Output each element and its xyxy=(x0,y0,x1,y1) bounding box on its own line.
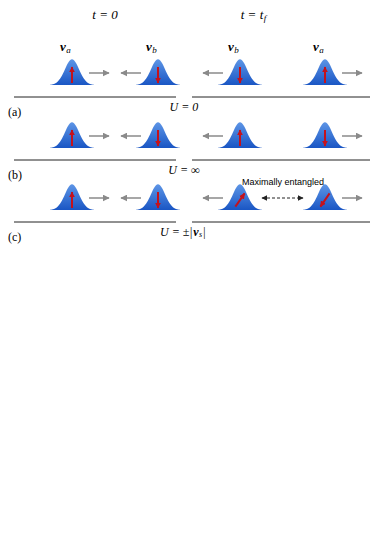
subscript: b xyxy=(152,46,157,55)
velocity-arrow xyxy=(89,197,109,199)
wave-packet xyxy=(218,184,262,210)
wave-packet xyxy=(303,59,347,85)
wave-packet xyxy=(218,122,262,148)
spin-arrow xyxy=(157,67,159,83)
panel-label: (b) xyxy=(8,169,22,181)
velocity-arrow xyxy=(121,135,141,137)
velocity-arrow xyxy=(89,135,109,137)
spin-arrow xyxy=(324,67,326,83)
spin-arrow xyxy=(235,193,244,206)
subscript: b xyxy=(234,46,239,55)
velocity-label: v xyxy=(193,226,198,238)
spin-arrow xyxy=(71,130,73,146)
wave-packet xyxy=(50,59,94,85)
spin-arrow xyxy=(157,192,159,208)
ground-line xyxy=(14,97,176,98)
spin-arrow xyxy=(157,130,159,146)
wave-packet xyxy=(50,122,94,148)
wave-packet xyxy=(136,59,180,85)
wave-packet xyxy=(303,184,347,210)
wave-packet xyxy=(50,184,94,210)
panel-label: (c) xyxy=(8,231,21,243)
subscript: f xyxy=(264,14,267,23)
panel-label: (a) xyxy=(8,106,21,118)
subscript: a xyxy=(319,46,324,55)
interaction-label: U = ±| xyxy=(160,226,193,238)
subscript: s xyxy=(199,231,202,239)
spin-arrow xyxy=(71,67,73,83)
time-label: t = t xyxy=(241,8,264,21)
velocity-arrow xyxy=(203,135,223,137)
velocity-label: v xyxy=(313,40,319,53)
ground-line xyxy=(192,222,370,223)
wave-packet xyxy=(303,122,347,148)
velocity-arrow xyxy=(342,72,362,74)
wave-packet xyxy=(136,184,180,210)
spin-arrow xyxy=(239,130,241,146)
velocity-arrow xyxy=(89,72,109,74)
ground-line xyxy=(192,160,370,161)
ground-line xyxy=(192,97,370,98)
spin-arrow xyxy=(239,67,241,83)
spin-arrow xyxy=(324,130,326,146)
spin-arrow xyxy=(71,192,73,208)
subscript: a xyxy=(66,46,71,55)
spin-arrow xyxy=(320,193,329,206)
time-label: t = 0 xyxy=(92,8,117,21)
velocity-arrow xyxy=(342,135,362,137)
velocity-arrow xyxy=(342,197,362,199)
velocity-arrow xyxy=(203,197,223,199)
ground-line xyxy=(14,160,176,161)
velocity-label: v xyxy=(60,40,66,53)
interaction-label: U = 0 xyxy=(170,101,199,113)
entanglement-arrow xyxy=(262,198,303,199)
wave-packet xyxy=(218,59,262,85)
velocity-arrow xyxy=(203,72,223,74)
velocity-arrow xyxy=(121,197,141,199)
velocity-arrow xyxy=(121,72,141,74)
velocity-label: v xyxy=(228,40,234,53)
interaction-label: | xyxy=(203,226,206,238)
interaction-label: U = ∞ xyxy=(168,164,199,176)
ground-line xyxy=(14,222,176,223)
velocity-label: v xyxy=(146,40,152,53)
entanglement-note: Maximally entangled xyxy=(242,178,324,187)
wave-packet xyxy=(136,122,180,148)
